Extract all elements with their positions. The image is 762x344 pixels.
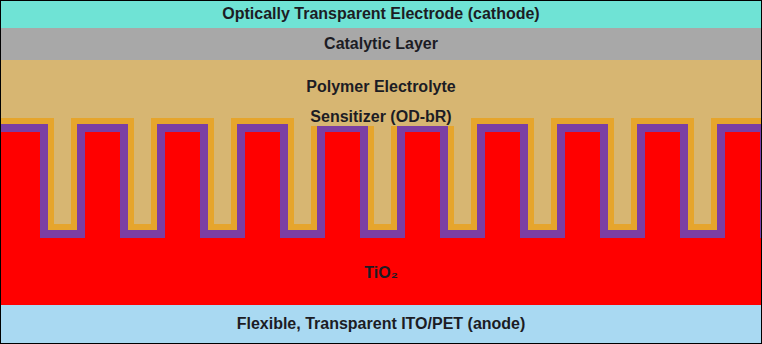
layer-label: Optically Transparent Electrode (cathode… bbox=[218, 5, 543, 23]
electrolyte-band: Polymer Electrolyte bbox=[0, 60, 762, 114]
tio2-band: TiO₂ bbox=[0, 244, 762, 302]
gold-coating bbox=[0, 132, 762, 344]
layer-label: Polymer Electrolyte bbox=[302, 78, 459, 96]
sensitizer-layer bbox=[0, 132, 762, 344]
layer-label: Sensitizer (OD-bR) bbox=[306, 108, 455, 126]
tio2-layer bbox=[0, 132, 762, 344]
layer-label: TiO₂ bbox=[360, 264, 401, 282]
layer-label: Catalytic Layer bbox=[320, 35, 442, 53]
anode-band: Flexible, Transparent ITO/PET (anode) bbox=[0, 305, 762, 344]
catalytic-band: Catalytic Layer bbox=[0, 28, 762, 60]
sensitizer-band: Sensitizer (OD-bR) bbox=[0, 106, 762, 128]
tio2-comb bbox=[0, 132, 762, 344]
layer-label: Flexible, Transparent ITO/PET (anode) bbox=[233, 315, 530, 333]
cathode-band: Optically Transparent Electrode (cathode… bbox=[0, 0, 762, 28]
